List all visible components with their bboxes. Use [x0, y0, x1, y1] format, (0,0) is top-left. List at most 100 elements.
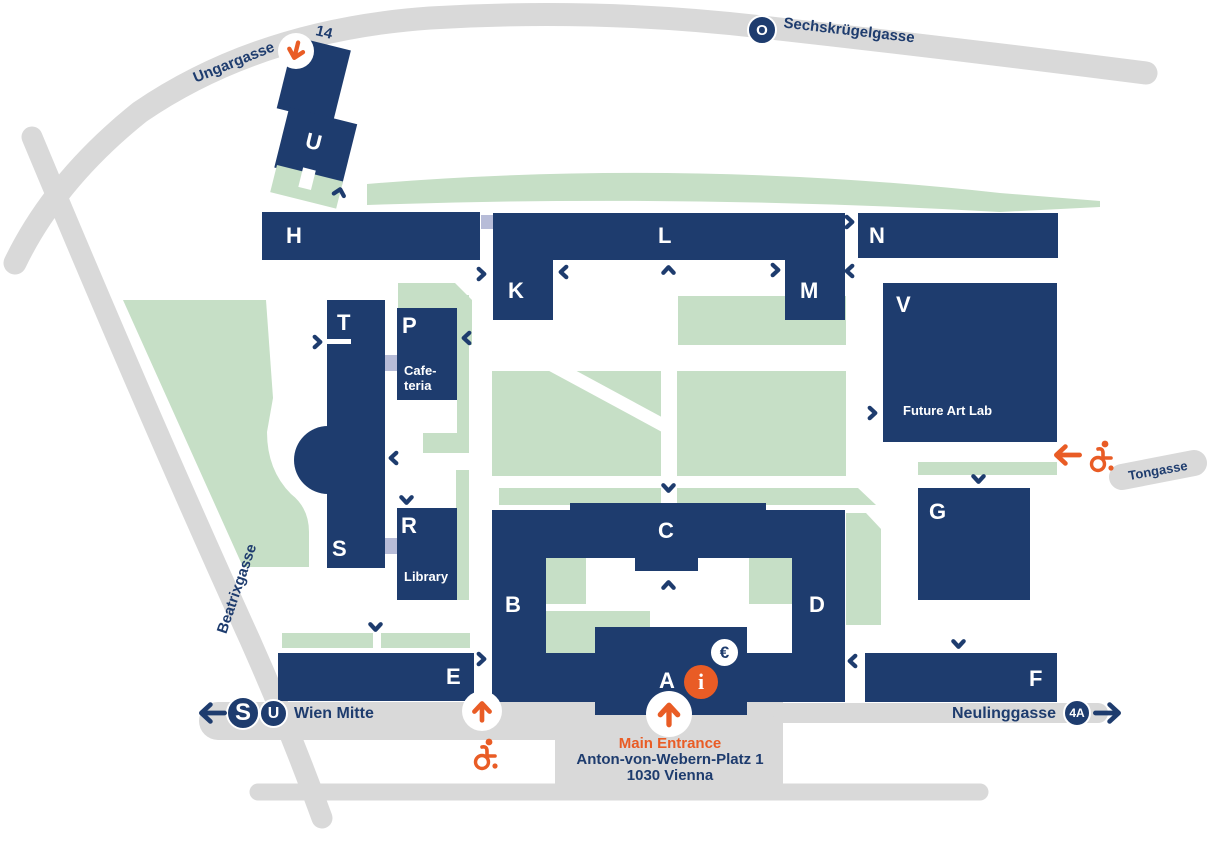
wheelchair-icon [1089, 440, 1114, 473]
green-courtyard-inner-3 [749, 558, 793, 604]
street-wien-mitte: Wien Mitte [294, 705, 374, 722]
main-entrance-icon [646, 691, 692, 737]
beatrixgasse-road [21, 126, 333, 829]
green-col-east-of-p [457, 295, 469, 453]
green-above-e-west [282, 633, 373, 648]
building-ts-wing [362, 300, 385, 347]
tongasse-left-arrow-icon [1054, 444, 1082, 466]
ungargasse-entrance-icon [278, 33, 314, 69]
chevron-down-icon [661, 481, 677, 496]
building-n-label: N [869, 223, 885, 248]
building-n [858, 213, 1058, 258]
building-c-label: C [658, 518, 674, 543]
building-b-label: B [505, 592, 521, 617]
chevron-right-icon [768, 262, 783, 278]
building-r [397, 508, 457, 600]
chevron-down-icon [399, 493, 415, 508]
chevron-right-icon [842, 214, 857, 230]
building-c-bar [492, 510, 845, 558]
chevron-down-icon [971, 472, 987, 487]
building-c-tab [570, 503, 766, 513]
u-bahn-badge: U [259, 699, 288, 728]
building-v [883, 283, 1057, 442]
chevron-left-icon [386, 450, 401, 466]
entrance-gap-t [327, 339, 351, 344]
chevron-left-icon [842, 263, 857, 279]
bus-4a-badge: 4A [1063, 699, 1091, 727]
orange-up-arrow-icon [657, 702, 681, 728]
chevron-left-icon [845, 653, 860, 669]
address-line1: Anton-von-Webern-Platz 1 [576, 751, 764, 768]
building-l [493, 213, 845, 260]
wien-mitte-left-arrow-icon [199, 702, 227, 724]
green-bar-east-of-p [423, 433, 469, 453]
orange-up-arrow-icon [472, 701, 492, 723]
building-c-inner-tab [635, 558, 698, 571]
building-p [397, 308, 457, 400]
building-a-label: A [659, 668, 675, 693]
green-courtyard-inner-1 [546, 558, 586, 604]
tram-line-o-badge: O [747, 15, 777, 45]
building-h-label: H [286, 223, 302, 248]
building-l-label: L [658, 223, 672, 248]
building-g-label: G [929, 499, 947, 524]
building-e [278, 653, 474, 701]
green-col-east-of-r [456, 470, 469, 600]
chevron-right-icon [474, 651, 489, 667]
building-e-label: E [446, 664, 461, 689]
address-line2: 1030 Vienna [626, 767, 714, 784]
courtyard-diagonal-path [546, 358, 676, 436]
building-m [785, 260, 845, 320]
building-s-label: S [332, 536, 347, 561]
building-h [262, 212, 480, 260]
street-neulinggasse: Neulinggasse [952, 705, 1057, 722]
cafeteria-line1: Cafe- [404, 363, 437, 378]
building-p-label: P [402, 313, 417, 338]
chevron-up-icon [661, 263, 677, 278]
green-above-c-west [499, 488, 661, 505]
main-entrance-text: Main Entrance Anton-von-Webern-Platz 1 1… [545, 736, 795, 784]
chevron-down-icon [368, 620, 384, 635]
green-under-v [918, 462, 1057, 475]
cafeteria-label: Cafe- teria [404, 363, 437, 393]
chevron-down-icon [951, 637, 967, 652]
ticket-euro-icon: € [709, 637, 740, 668]
chevron-up-icon [661, 578, 677, 593]
connector-h-k [481, 215, 493, 229]
ungargasse-sechskruegelgasse-road [3, 3, 1158, 275]
orange-down-arrow-icon [287, 40, 306, 60]
chevron-up-icon [330, 183, 349, 201]
chevron-right-icon [474, 266, 489, 282]
main-entrance-label: Main Entrance [618, 735, 722, 752]
green-north-band [367, 172, 1100, 212]
s-bahn-badge: S [226, 696, 260, 730]
building-g [918, 488, 1030, 600]
building-k-label: K [508, 278, 524, 303]
info-point-icon: i [684, 665, 718, 699]
building-t-label: T [337, 310, 351, 335]
green-above-c-east [677, 488, 876, 505]
info-glyph: i [697, 669, 705, 694]
building-v-label: V [896, 292, 911, 317]
chevron-left-icon [556, 264, 571, 280]
connector-t-p [385, 355, 398, 371]
neulinggasse-right-arrow-icon [1093, 702, 1121, 724]
euro-glyph: € [719, 642, 730, 662]
chevron-right-icon [865, 405, 880, 421]
side-entrance-icon [462, 691, 502, 731]
building-r-label: R [401, 513, 417, 538]
connector-s-r [385, 538, 398, 554]
tongasse-road [1109, 450, 1207, 490]
green-east-of-d [846, 513, 881, 625]
green-west-lawn [123, 300, 309, 567]
chevron-right-icon [310, 334, 325, 350]
chevron-left-icon [459, 330, 474, 346]
building-f [865, 653, 1057, 702]
building-f-label: F [1029, 666, 1043, 691]
wheelchair-icon [473, 738, 498, 771]
future-art-lab-label: Future Art Lab [903, 403, 993, 418]
building-k [493, 260, 553, 320]
cafeteria-line2: teria [404, 378, 432, 393]
